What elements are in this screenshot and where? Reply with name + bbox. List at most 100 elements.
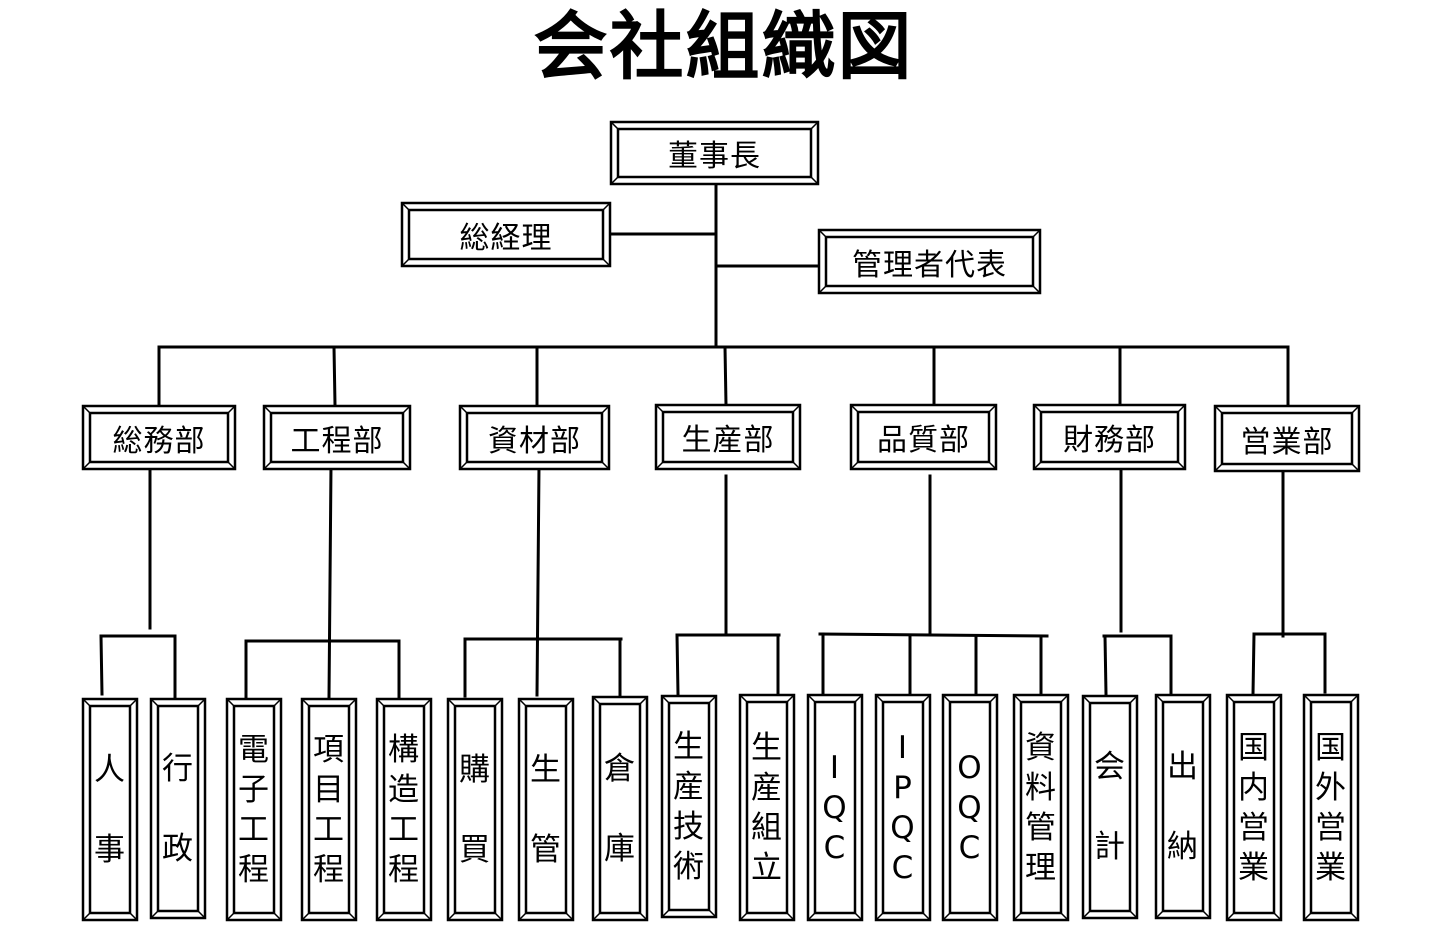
unit-box[interactable]: 会計 <box>1081 694 1139 920</box>
unit-label-char: P <box>893 769 913 806</box>
unit-label-char: 国 <box>1315 729 1347 766</box>
bevel-frame <box>225 697 283 922</box>
management-rep-label: 管理者代表 <box>852 247 1007 283</box>
department-label: 営業部 <box>1240 424 1334 460</box>
unit-label-char: 営 <box>1238 809 1270 846</box>
unit-label-char: 産 <box>751 769 783 806</box>
unit-box[interactable]: 国外営業 <box>1302 693 1360 922</box>
department-label: 工程部 <box>290 423 384 459</box>
bevel-frame <box>1302 693 1360 922</box>
unit-label-char: 構 <box>388 731 420 768</box>
unit-label: 会計 <box>1082 695 1138 919</box>
unit-box[interactable]: 生管 <box>517 697 575 922</box>
unit-label-char: 計 <box>1094 829 1126 865</box>
unit-label-char: 倉 <box>604 750 636 787</box>
unit-box[interactable]: 倉庫 <box>591 695 649 922</box>
unit-label-char: 目 <box>313 771 345 808</box>
unit-label-char: 生 <box>530 751 562 788</box>
bevel-frame <box>609 120 820 186</box>
management-rep-box[interactable]: 管理者代表 <box>817 228 1042 295</box>
unit-box[interactable]: 購買 <box>446 697 504 922</box>
connector-unit-drop-2 <box>535 464 541 697</box>
unit-label: 倉庫 <box>592 696 648 921</box>
connector-dept-1 <box>332 345 337 407</box>
department-label: 資材部 <box>488 423 581 459</box>
unit-label-char: 人 <box>94 751 126 788</box>
unit-box[interactable]: 構造工程 <box>375 697 433 922</box>
bevel-frame <box>81 404 237 471</box>
chairman-box[interactable]: 董事長 <box>609 120 820 186</box>
unit-label-char: 生 <box>673 728 705 765</box>
unit-label: 購買 <box>447 698 503 921</box>
unit-box[interactable]: 電子工程 <box>225 697 283 922</box>
unit-label-char: 工 <box>313 811 345 848</box>
unit-label-char: 電 <box>238 731 270 768</box>
unit-label: 生産技術 <box>661 695 717 918</box>
unit-label-char: 外 <box>1315 769 1347 806</box>
general-manager-box[interactable]: 総経理 <box>400 201 612 268</box>
unit-label: 行政 <box>150 698 206 919</box>
unit-label-char: 工 <box>238 811 270 848</box>
bevel-frame <box>660 694 718 919</box>
bevel-frame <box>817 228 1042 295</box>
unit-label: 構造工程 <box>376 698 432 921</box>
unit-label-char: 程 <box>238 851 270 888</box>
bevel-frame <box>1154 693 1212 920</box>
general-manager-label: 総経理 <box>459 220 553 256</box>
unit-label-char: 資 <box>1025 729 1057 766</box>
bevel-frame <box>400 201 612 268</box>
unit-label-char: 政 <box>162 830 194 867</box>
department-box-production[interactable]: 生産部 <box>654 403 802 471</box>
bevel-frame <box>1012 693 1070 922</box>
unit-label-char: 管 <box>530 831 562 868</box>
unit-label: 人事 <box>82 698 138 921</box>
department-box-finance[interactable]: 財務部 <box>1032 403 1187 471</box>
unit-label-char: Q <box>890 809 916 846</box>
unit-label-char: 料 <box>1025 769 1057 806</box>
unit-label-char: 買 <box>459 831 491 868</box>
unit-label-char: Q <box>822 789 848 826</box>
bevel-frame <box>591 695 649 922</box>
unit-label-char: 工 <box>388 811 420 848</box>
unit-box[interactable]: 行政 <box>149 697 207 920</box>
unit-label: 生産組立 <box>739 694 795 921</box>
bevel-frame <box>806 693 864 922</box>
unit-box[interactable]: 生産技術 <box>660 694 718 919</box>
unit-label-char: 行 <box>162 750 194 787</box>
unit-label-char: 購 <box>459 751 491 788</box>
unit-label-char: 出 <box>1167 748 1199 785</box>
bevel-frame <box>849 403 998 471</box>
bevel-frame <box>262 404 412 471</box>
unit-box[interactable]: 資料管理 <box>1012 693 1070 922</box>
unit-box[interactable]: 人事 <box>81 697 139 922</box>
department-box-materials[interactable]: 資材部 <box>458 404 611 471</box>
unit-label-char: C <box>891 849 915 886</box>
unit-box[interactable]: 生産組立 <box>738 693 796 922</box>
unit-label-char: 程 <box>313 851 345 888</box>
department-box-engineering[interactable]: 工程部 <box>262 404 412 471</box>
unit-label-char: 内 <box>1238 769 1270 806</box>
unit-label-char: 管 <box>1025 809 1057 846</box>
bevel-frame <box>941 693 999 922</box>
unit-label-char: 子 <box>238 771 270 808</box>
bevel-frame <box>874 693 932 922</box>
department-box-sales[interactable]: 営業部 <box>1213 404 1361 473</box>
unit-box[interactable]: 国内営業 <box>1225 693 1283 922</box>
department-box-quality[interactable]: 品質部 <box>849 403 998 471</box>
unit-label: 項目工程 <box>301 698 357 921</box>
unit-label-char: 業 <box>1238 849 1270 886</box>
unit-box[interactable]: 項目工程 <box>300 697 358 922</box>
unit-box[interactable]: 出納 <box>1154 693 1212 920</box>
connector-dept-3 <box>723 345 728 407</box>
unit-label: 出納 <box>1155 694 1211 919</box>
chart-title: 会社組織図 <box>533 4 914 90</box>
unit-label-char: 組 <box>751 809 783 846</box>
unit-label-char: 産 <box>673 768 705 805</box>
unit-label-char: 納 <box>1167 828 1199 865</box>
department-box-general-affairs[interactable]: 総務部 <box>81 404 237 471</box>
